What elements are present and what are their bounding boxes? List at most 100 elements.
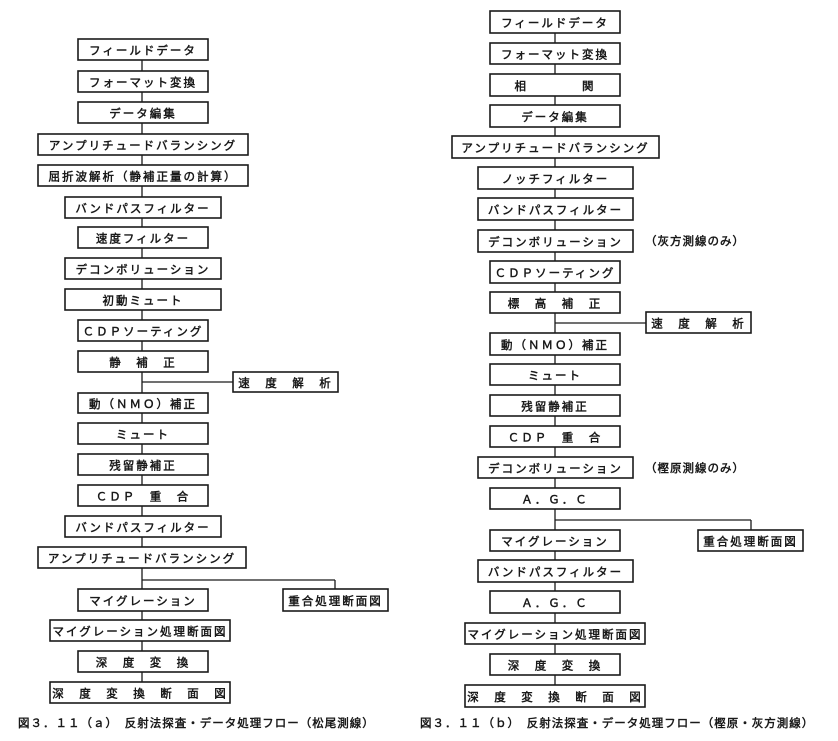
process-box-label: 残留静補正 — [521, 400, 589, 414]
process-box-label: フォーマット変換 — [501, 48, 609, 62]
flow-a-step-7: 速度フィルター — [77, 226, 209, 249]
flow-a-step-19: マイグレーション処理断面図 — [49, 619, 231, 642]
process-box-frame — [64, 515, 222, 538]
flow-b-step-14: ＣＤＰ 重 合 — [489, 425, 621, 448]
process-box-label: 深 度 変 換 — [96, 656, 191, 670]
process-box-label: 相 関 — [515, 79, 596, 93]
process-box-label: Ａ．Ｇ．Ｃ — [521, 493, 589, 507]
process-box-frame — [77, 484, 209, 507]
process-box-frame — [489, 260, 621, 284]
flow-b-step-5: アンプリチュードバランシング — [451, 135, 660, 159]
caption-figure-a: 図３．１１（ａ） 反射法探査・データ処理フロー（松尾測線） — [18, 716, 375, 730]
flow-b-step-6: ノッチフィルター — [477, 166, 634, 190]
flow-b-step-20: マイグレーション処理断面図 — [464, 622, 646, 645]
flow-a-step-9: 初動ミュート — [64, 288, 222, 311]
process-box-label: 初動ミュート — [103, 294, 184, 308]
flow-b-step-11: 動（ＮＭＯ）補正 — [489, 332, 621, 356]
process-box-frame — [489, 653, 621, 676]
process-box-label: フォーマット変換 — [89, 76, 197, 90]
process-box-frame — [64, 257, 222, 280]
process-box-frame — [77, 101, 209, 124]
process-box-frame — [64, 196, 222, 219]
process-box-frame — [64, 288, 222, 311]
process-box-frame — [77, 422, 209, 445]
flow-b-step-7: バンドパスフィルター — [477, 197, 634, 221]
flow-a-step-12: 動（ＮＭＯ）補正 — [77, 392, 209, 414]
process-box-label: 重合処理断面図 — [703, 535, 798, 549]
process-box-label: ＣＤＰソーティング — [83, 325, 204, 339]
process-box-frame — [477, 559, 634, 583]
process-box-frame — [489, 73, 621, 97]
process-box-frame — [489, 104, 621, 128]
flow-a-step-13: ミュート — [77, 422, 209, 445]
flow-a-step-1: フィールドデータ — [77, 38, 209, 61]
connector-lines — [141, 33, 752, 685]
process-box-frame — [645, 311, 752, 334]
process-box-label: ＣＤＰ 重 合 — [508, 431, 603, 445]
flow-a-step-17: アンプリチュードバランシング — [37, 546, 247, 569]
flow-b-step-16: Ａ．Ｇ．Ｃ — [489, 487, 621, 510]
flow-a-step-16: バンドパスフィルター — [64, 515, 222, 538]
process-box-frame — [489, 529, 621, 552]
process-box-frame — [77, 350, 209, 373]
process-box-frame — [232, 371, 339, 393]
process-box-frame — [77, 38, 209, 61]
process-box-label: フィールドデータ — [501, 16, 609, 30]
process-box-frame — [451, 135, 660, 159]
flow-b-step-4: データ編集 — [489, 104, 621, 128]
process-box-frame — [489, 590, 621, 614]
process-box-label: バンドパスフィルター — [75, 521, 210, 535]
flow-a-step-6: バンドパスフィルター — [64, 196, 222, 219]
flow-a-step-3: データ編集 — [77, 101, 209, 124]
process-box-frame — [77, 226, 209, 249]
process-box-label: アンプリチュードバランシング — [461, 141, 649, 155]
process-box-frame — [489, 291, 621, 314]
process-box-label: ＣＤＰソーティング — [495, 266, 616, 280]
process-box-frame — [77, 319, 209, 342]
flow-b-step-22: 深 度 変 換 断 面 図 — [464, 684, 646, 708]
process-box-label: デコンボリューション — [488, 462, 623, 476]
process-box-label: デコンボリューション — [488, 235, 623, 249]
flow-a-step-20: 深 度 変 換 — [77, 650, 209, 673]
flow-a-step-18: マイグレーション — [77, 588, 209, 612]
note-deconvolution-haikata-only: （灰方測線のみ） — [645, 234, 745, 248]
flow-a-step-8: デコンボリューション — [64, 257, 222, 280]
flow-a-step-2: フォーマット変換 — [77, 70, 209, 93]
process-box-frame — [37, 164, 249, 187]
process-box-label: 重合処理断面図 — [288, 594, 383, 608]
flow-a-step-11: 静 補 正 — [77, 350, 209, 373]
process-box-label: アンプリチュードバランシング — [49, 139, 237, 153]
flow-a-step-5: 屈折波解析（静補正量の計算） — [37, 164, 249, 187]
process-box-label: 速 度 解 析 — [651, 317, 746, 331]
flow-b-step-19: Ａ．Ｇ．Ｃ — [489, 590, 621, 614]
flow-b-step-17: マイグレーション — [489, 529, 621, 552]
process-box-label: バンドパスフィルター — [488, 203, 623, 217]
flow-a-velocity-analysis: 速 度 解 析 — [232, 371, 339, 393]
flow-b-step-3: 相 関 — [489, 73, 621, 97]
flow-a-step-10: ＣＤＰソーティング — [77, 319, 209, 342]
flow-a-stack-section: 重合処理断面図 — [282, 588, 389, 612]
process-box-label: ノッチフィルター — [502, 172, 610, 186]
flow-b-step-10: 標 高 補 正 — [489, 291, 621, 314]
process-box-label: マイグレーション — [501, 535, 609, 549]
process-box-frame — [477, 229, 634, 253]
process-box-label: ＣＤＰ 重 合 — [96, 490, 191, 504]
process-box-label: データ編集 — [109, 107, 177, 121]
flow-a-step-14: 残留静補正 — [77, 453, 209, 476]
process-box-frame — [489, 332, 621, 356]
process-box-label: 標 高 補 正 — [508, 297, 603, 311]
process-box-frame — [489, 363, 621, 386]
process-box-frame — [77, 650, 209, 673]
flow-a-step-21: 深 度 変 換 断 面 図 — [49, 681, 231, 704]
process-box-label: フィールドデータ — [89, 44, 197, 58]
process-box-frame — [37, 546, 247, 569]
flow-b-step-18: バンドパスフィルター — [477, 559, 634, 583]
process-box-label: バンドパスフィルター — [488, 565, 623, 579]
process-box-frame — [489, 394, 621, 417]
process-box-frame — [49, 619, 231, 642]
process-box-frame — [77, 588, 209, 612]
process-box-label: 屈折波解析（静補正量の計算） — [49, 170, 238, 184]
process-box-label: 深 度 変 換 断 面 図 — [52, 687, 228, 701]
process-box-label: データ編集 — [521, 110, 589, 124]
process-box-frame — [37, 133, 249, 156]
